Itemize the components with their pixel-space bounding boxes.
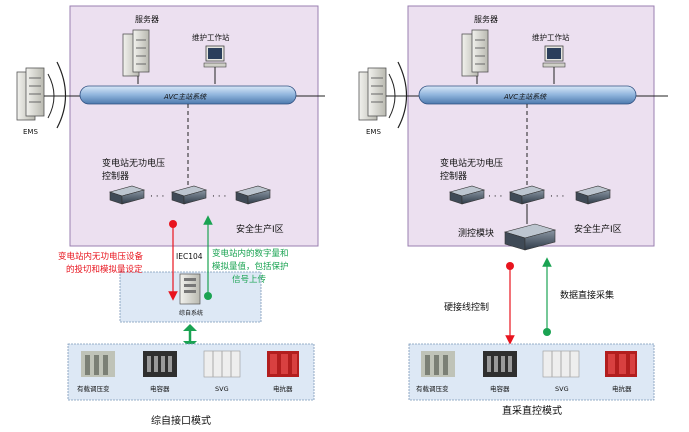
left-protocol-label: IEC104 <box>176 252 203 261</box>
right-reactor-icon <box>605 351 637 377</box>
left-svg-cabinet-icon <box>203 350 241 378</box>
right-transformer-icon <box>421 351 455 377</box>
left-bus-label: AVC主站系统 <box>163 93 207 101</box>
left-device-label-1: 电容器 <box>150 384 170 393</box>
right-workstation-icon <box>542 45 566 68</box>
right-caption: 直采直控模式 <box>502 404 562 417</box>
left-security-zone <box>69 5 319 247</box>
left-control-note-line2: 的投切和模拟量设定 <box>66 264 143 275</box>
left-upload-arrow-start <box>204 292 212 300</box>
right-bus-label: AVC主站系统 <box>503 93 547 101</box>
left-upload-note-line2: 模拟量值，包括保护 <box>212 261 289 272</box>
right-server-label: 服务器 <box>474 14 498 24</box>
right-device-label-0: 有载调压变 <box>416 384 449 393</box>
right-diagram: EMS 服务器 维护工作站 AVC主站系统 变电站无功电压 控制器 · · · <box>358 5 668 417</box>
left-controller-device-1 <box>108 185 146 205</box>
right-controller-device-1 <box>448 185 486 205</box>
right-direct-collect-label: 数据直接采集 <box>560 289 614 301</box>
right-hardwire-arrow-start <box>506 262 514 270</box>
right-controller-device-3 <box>574 185 612 205</box>
left-ems-arc-outer <box>56 61 66 129</box>
right-device-label-2: SVG <box>555 385 569 393</box>
right-controller-device-2 <box>508 185 546 205</box>
left-upload-note-line1: 变电站内的数字量和 <box>212 248 289 259</box>
right-server-icon <box>461 29 489 77</box>
left-ems-label: EMS <box>23 128 38 136</box>
right-workstation-label: 维护工作站 <box>532 32 570 42</box>
left-transformer-icon <box>81 351 115 377</box>
right-module-label: 测控模块 <box>458 227 494 239</box>
left-integrated-system-icon <box>179 273 201 305</box>
left-reactor-icon <box>267 351 299 377</box>
right-collect-arrow-start <box>543 328 551 336</box>
left-workstation-label: 维护工作站 <box>192 32 230 42</box>
left-upload-note-line3: 信号上传 <box>232 274 267 285</box>
left-device-label-3: 电抗器 <box>273 384 293 393</box>
left-control-note-line1: 变电站内无功电压设备 <box>58 251 144 262</box>
right-ems-arc-outer <box>397 61 407 129</box>
left-caption: 综自接口模式 <box>151 414 211 427</box>
left-link-arrow-up <box>183 324 197 331</box>
right-controller-label-line1: 变电站无功电压 <box>440 157 503 169</box>
left-server-icon <box>122 29 150 77</box>
right-ellipsis-1: · · · <box>488 192 502 202</box>
left-ems-server-icon <box>16 67 45 121</box>
left-diagram: EMS 服务器 维护工作站 AVC主站系统 变电站无功电压 控制器 <box>16 5 325 427</box>
left-workstation-icon <box>203 45 227 68</box>
left-controller-label-line1: 变电站无功电压 <box>102 157 165 169</box>
right-controller-label-line2: 控制器 <box>440 170 467 182</box>
left-device-label-2: SVG <box>215 385 229 393</box>
right-ems-server-icon <box>358 67 387 121</box>
left-controller-label-line2: 控制器 <box>102 170 129 182</box>
right-device-label-1: 电容器 <box>490 384 510 393</box>
left-controller-device-3 <box>234 185 272 205</box>
right-module-icon <box>503 223 557 251</box>
right-hardwire-label: 硬接线控制 <box>444 301 489 313</box>
right-svg-cabinet-icon <box>542 350 580 378</box>
left-control-arrow-start <box>169 220 177 228</box>
right-ellipsis-2: · · · <box>550 192 564 202</box>
right-zone-label: 安全生产Ⅰ区 <box>574 223 622 235</box>
left-ellipsis-2: · · · <box>212 192 226 202</box>
left-zone-label: 安全生产Ⅰ区 <box>236 223 284 235</box>
left-ellipsis-1: · · · <box>150 192 164 202</box>
right-capacitor-icon <box>483 351 517 377</box>
left-controller-device-2 <box>170 185 208 205</box>
right-security-zone <box>407 5 655 247</box>
left-integrated-system-label: 综自系统 <box>179 309 203 317</box>
left-device-label-0: 有载调压变 <box>77 384 110 393</box>
right-device-label-3: 电抗器 <box>612 384 632 393</box>
right-ems-label: EMS <box>366 128 381 136</box>
left-capacitor-icon <box>143 351 177 377</box>
left-server-label: 服务器 <box>135 14 159 24</box>
